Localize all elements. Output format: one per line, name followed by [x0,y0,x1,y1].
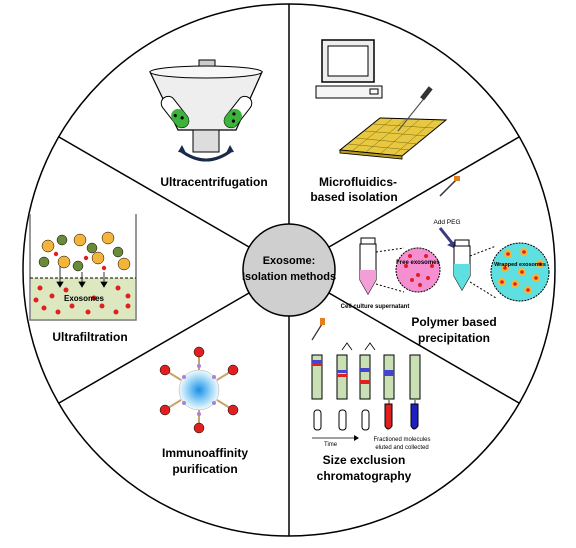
centrifuge-rotor-icon [149,59,263,162]
center-hub: Exosome: Isolation methods [242,223,336,317]
microfluidics-label-line1: Microfluidics- [319,175,397,189]
center-title: Exosome: [263,255,316,267]
supernatant-label: Cell culture supernatant [341,304,410,310]
fractions-label-line2: eluted and collected [375,445,428,451]
time-label: Time [324,442,338,448]
immunoaffinity-label-line1: Immunoaffinity [162,446,248,460]
sec-pipette-icon [311,318,325,341]
polymer-label-line2: precipitation [418,331,490,345]
ultrafiltration-label: Ultrafiltration [52,330,127,344]
microfluidic-chip-icon [338,86,448,160]
size-exclusion-label-line2: chromatography [317,469,412,483]
polymer-label-line1: Polymer based [411,315,496,329]
wrapped-exosomes-label: Wrapped exosomes [494,262,546,268]
wrapped-exosomes-circle [490,242,550,302]
sec-arrows [341,342,416,404]
time-arrow [312,435,359,441]
beaker-icon [29,214,137,321]
fractions-label-line1: Fractioned molecules [373,437,430,443]
chromatography-columns [311,354,421,400]
free-exosomes-circle [395,247,441,293]
ultracentrifugation-label: Ultracentrifugation [160,175,267,189]
pipette-icon [439,176,460,197]
sector-ultracentrifugation: Ultracentrifugation [149,59,268,189]
immuno-bead-icon [159,346,239,434]
microfluidics-label-line2: based isolation [310,190,397,204]
sector-ultrafiltration: Exosomes Ultrafiltration [29,214,137,344]
sector-dividers [58,4,520,536]
sector-immunoaffinity: Immunoaffinity purification [159,346,248,476]
add-peg-label: Add PEG [433,219,460,226]
size-exclusion-label-line1: Size exclusion [323,453,406,467]
exosomes-label: Exosomes [64,294,105,303]
sector-size-exclusion: Time Fractioned molecules eluted and col… [311,318,431,483]
sector-microfluidics: Microfluidics- based isolation [310,39,448,204]
collection-tubes [313,403,419,431]
center-subtitle: Isolation methods [242,271,336,283]
tube-supernatant-icon [359,237,377,296]
free-exosomes-label: Free exosomes [396,260,440,266]
tube-peg-icon [453,239,471,292]
computer-icon [315,39,383,99]
immunoaffinity-label-line2: purification [172,462,237,476]
sector-polymer: Add PEG Free exosomes [341,176,550,345]
